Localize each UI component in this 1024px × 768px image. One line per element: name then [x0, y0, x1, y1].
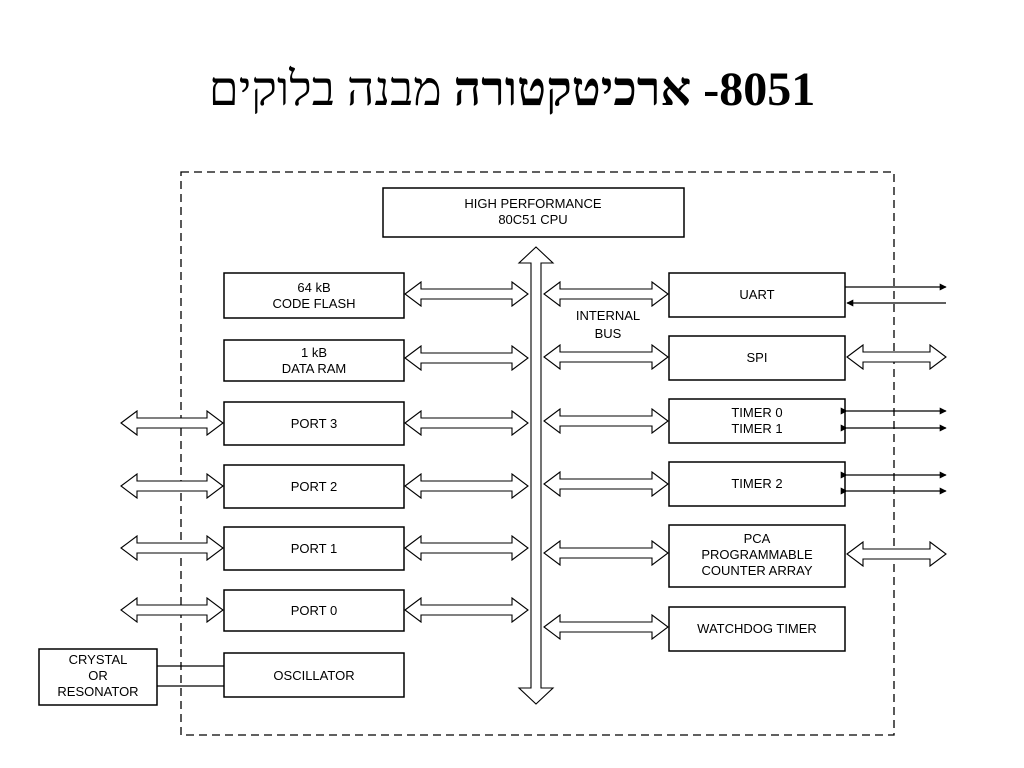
cpu-label-line2: 80C51 CPU: [498, 212, 567, 227]
port2-bus-arrow: [404, 472, 529, 500]
uart-block: UART: [668, 272, 846, 318]
bus-pca-arrow: [543, 539, 669, 567]
bus-timer2-arrow: [543, 470, 669, 498]
cpu-label-line1: HIGH PERFORMANCE: [464, 196, 602, 211]
pca-label-line2: PROGRAMMABLE: [701, 547, 813, 562]
spi-pin-arrow: [846, 343, 947, 371]
ram-bus-arrow: [404, 344, 529, 372]
timer2-block: TIMER 2: [668, 461, 846, 507]
watchdog-label: WATCHDOG TIMER: [697, 621, 817, 636]
port2-block: PORT 2: [223, 464, 405, 509]
port0-pin-arrow: [120, 596, 224, 624]
timer2-label: TIMER 2: [731, 476, 782, 491]
port1-label: PORT 1: [291, 541, 337, 556]
crystal-label-line1: CRYSTAL: [69, 652, 128, 667]
oscillator-label: OSCILLATOR: [273, 668, 354, 683]
watchdog-block: WATCHDOG TIMER: [668, 606, 846, 652]
data-ram-label-line1: 1 kB: [301, 345, 327, 360]
timer01-block: TIMER 0 TIMER 1: [668, 398, 846, 444]
data-ram-label-line2: DATA RAM: [282, 361, 347, 376]
bus-timer01-arrow: [543, 407, 669, 435]
title-bold: 8051- ארכיטקטורה: [453, 63, 816, 116]
crystal-label-line3: RESONATOR: [57, 684, 138, 699]
chip-boundary: [180, 171, 895, 736]
code-flash-block: 64 kB CODE FLASH: [223, 272, 405, 319]
port1-bus-arrow: [404, 534, 529, 562]
data-ram-block: 1 kB DATA RAM: [223, 339, 405, 382]
internal-bus-label-line1: INTERNAL: [576, 308, 640, 323]
spi-label: SPI: [747, 350, 768, 365]
internal-bus-arrow: [517, 246, 555, 705]
port3-bus-arrow: [404, 409, 529, 437]
port1-pin-arrow: [120, 534, 224, 562]
port3-label: PORT 3: [291, 416, 337, 431]
crystal-block: CRYSTAL OR RESONATOR: [38, 648, 158, 706]
bus-spi-arrow: [543, 343, 669, 371]
slide-title: 8051- ארכיטקטורה מבנה בלוקים: [0, 62, 1024, 117]
crystal-label-line2: OR: [88, 668, 108, 683]
bus-uart-arrow: [543, 280, 669, 308]
spi-block: SPI: [668, 335, 846, 381]
port1-block: PORT 1: [223, 526, 405, 571]
bus-watchdog-arrow: [543, 613, 669, 641]
title-regular: מבנה בלוקים: [208, 63, 442, 116]
code-flash-label-line1: 64 kB: [297, 280, 330, 295]
double-arrows: [120, 280, 947, 641]
oscillator-block: OSCILLATOR: [223, 652, 405, 698]
port0-label: PORT 0: [291, 603, 337, 618]
flash-bus-arrow: [404, 280, 529, 308]
timer01-label-line2: TIMER 1: [731, 421, 782, 436]
pca-block: PCA PROGRAMMABLE COUNTER ARRAY: [668, 524, 846, 588]
uart-label: UART: [739, 287, 774, 302]
pca-label-line3: COUNTER ARRAY: [702, 563, 813, 578]
code-flash-label-line2: CODE FLASH: [272, 296, 355, 311]
port2-pin-arrow: [120, 472, 224, 500]
internal-bus-label-line2: BUS: [595, 326, 622, 341]
port3-block: PORT 3: [223, 401, 405, 446]
timer01-label-line1: TIMER 0: [731, 405, 782, 420]
pca-pin-arrow: [846, 540, 947, 568]
port0-block: PORT 0: [223, 589, 405, 632]
cpu-block: HIGH PERFORMANCE 80C51 CPU: [382, 187, 685, 238]
port0-bus-arrow: [404, 596, 529, 624]
port2-label: PORT 2: [291, 479, 337, 494]
pca-label-line1: PCA: [744, 531, 771, 546]
port3-pin-arrow: [120, 409, 224, 437]
